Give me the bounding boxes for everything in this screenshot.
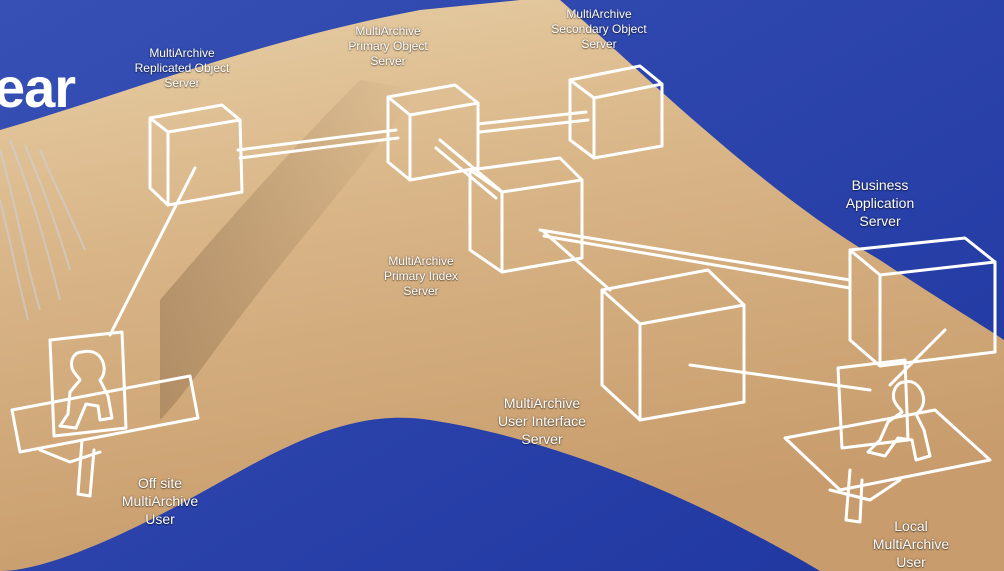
label-line: Server [384,284,458,299]
label-line: User [122,510,198,528]
link-index-business [540,230,850,288]
label-line: Local [873,517,949,535]
label-line: Primary Object [348,39,427,54]
label-line: Off site [122,474,198,492]
label-line: MultiArchive [551,7,646,22]
label-line: Primary Index [384,269,458,284]
link-replicated-primary [238,130,398,158]
local-user-label: Local MultiArchive User [873,517,949,571]
label-line: MultiArchive [348,24,427,39]
replicated-object-server-label: MultiArchive Replicated Object Server [135,46,230,91]
replicated-object-server-cube [150,105,242,205]
label-line: Business [846,176,915,194]
offsite-user-figure [12,332,198,496]
label-line: Server [846,212,915,230]
user-interface-server-cube [602,270,744,420]
label-line: MultiArchive [873,535,949,553]
label-line: Server [498,430,586,448]
secondary-object-server-label: MultiArchive Secondary Object Server [551,7,646,52]
label-line: MultiArchive [135,46,230,61]
local-user-figure [785,360,990,522]
label-line: Server [551,37,646,52]
label-line: Application [846,194,915,212]
primary-index-server-cube [470,158,582,272]
business-application-server-cube [850,238,995,366]
label-line: MultiArchive [498,394,586,412]
offsite-user-label: Off site MultiArchive User [122,474,198,528]
label-line: Server [135,76,230,91]
label-line: User Interface [498,412,586,430]
link-replicated-offsite-user [110,168,195,335]
label-line: Secondary Object [551,22,646,37]
user-interface-server-label: MultiArchive User Interface Server [498,394,586,448]
label-line: MultiArchive [122,492,198,510]
link-business-local-user [890,330,945,385]
primary-object-server-cube [388,85,478,180]
label-line: Replicated Object [135,61,230,76]
primary-index-server-label: MultiArchive Primary Index Server [384,254,458,299]
label-line: User [873,553,949,571]
label-line: Server [348,54,427,69]
business-application-server-label: Business Application Server [846,176,915,230]
primary-object-server-label: MultiArchive Primary Object Server [348,24,427,69]
connections [110,112,945,390]
label-line: MultiArchive [384,254,458,269]
